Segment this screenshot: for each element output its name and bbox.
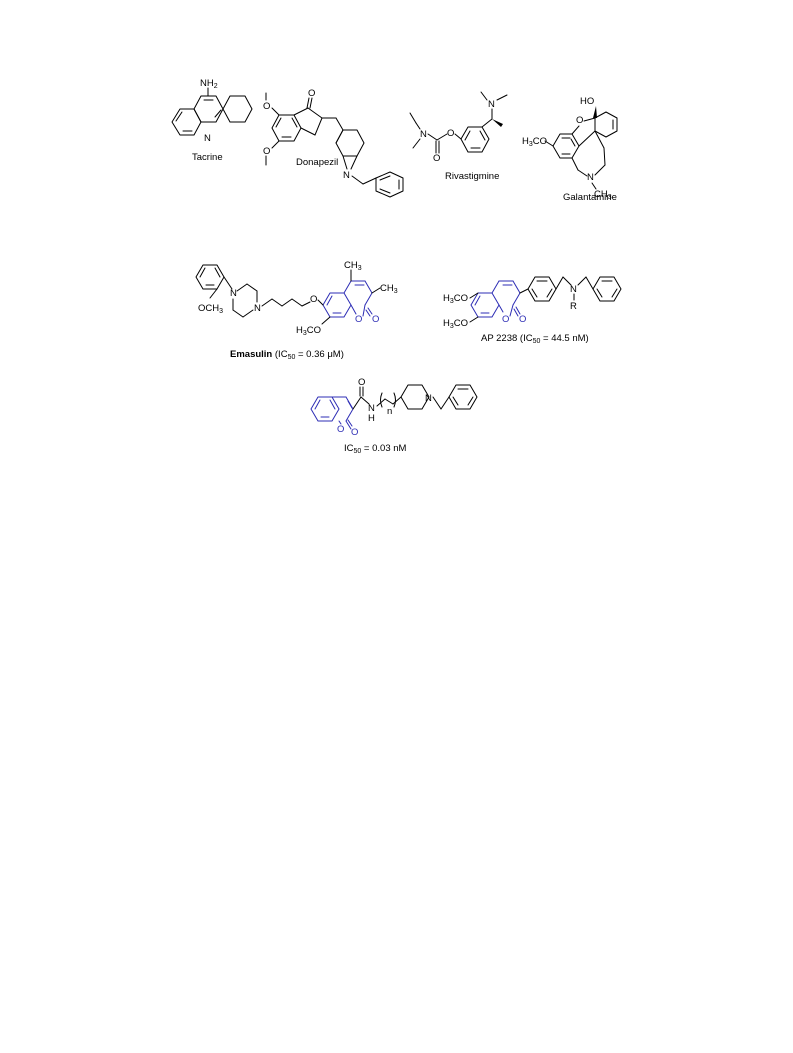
emasulin-ether-o: O: [310, 294, 317, 305]
ap2238-r-group: R: [570, 301, 577, 312]
ap2238-n-atom: N: [570, 284, 577, 295]
emasulin-ch3-a: CH3: [344, 260, 362, 272]
emasulin-label: Emasulin (IC50 = 0.36 μM): [230, 349, 344, 361]
galantamine-ether-o: O: [576, 115, 583, 126]
ap2238-carbonyl-o: O: [519, 314, 526, 325]
ap2238-label: AP 2238 (IC50 = 44.5 nM): [481, 333, 589, 345]
emasulin-piperazine-n1: N: [230, 288, 237, 299]
rivastigmine-amine-n: N: [488, 99, 495, 110]
hybrid-n-index: n: [387, 406, 392, 417]
donepezil-structure: O O O N Donapezil: [263, 88, 404, 198]
galantamine-ho: HO: [580, 96, 594, 107]
donepezil-methoxy-o2: O: [263, 146, 270, 157]
ap2238-ring-o: O: [502, 314, 509, 325]
donepezil-n-atom: N: [343, 170, 350, 181]
donepezil-ketone-o: O: [308, 88, 315, 99]
hybrid-structure: O O O N H n N IC50 = 0.03 nM: [310, 377, 478, 455]
tacrine-nh2-atom: NH2: [200, 78, 218, 90]
galantamine-n-atom: N: [587, 172, 594, 183]
hybrid-amide-o: O: [358, 377, 365, 388]
emasulin-ring-o: O: [355, 314, 362, 325]
rivastigmine-ester-o: O: [447, 128, 454, 139]
galantamine-label: Galantamine: [563, 192, 617, 203]
rivastigmine-structure: N O O N Rivastigmine: [409, 91, 508, 182]
donepezil-label: Donapezil: [296, 157, 338, 168]
hybrid-carbonyl-o: O: [351, 427, 358, 438]
tacrine-structure: NH2 N Tacrine: [171, 78, 253, 163]
rivastigmine-carbonyl-o: O: [433, 153, 440, 164]
hybrid-label: IC50 = 0.03 nM: [344, 443, 407, 455]
ap2238-h3co-2: H3CO: [443, 318, 468, 330]
donepezil-methoxy-o1: O: [263, 101, 270, 112]
galantamine-structure: HO O N CH3 H3CO Galantamine: [522, 96, 618, 203]
emasulin-ch3-b: CH3: [380, 283, 398, 295]
hybrid-amide-n: N: [368, 403, 375, 414]
hybrid-amide-h: H: [368, 413, 375, 424]
tacrine-n-atom: N: [204, 133, 211, 144]
ap2238-h3co-1: H3CO: [443, 293, 468, 305]
galantamine-ch3: CH3: [594, 189, 612, 201]
rivastigmine-label: Rivastigmine: [445, 171, 499, 182]
emasulin-och3: OCH3: [198, 303, 223, 315]
ap2238-structure: O O H3CO H3CO N R AP 2238 (IC50 = 44.5 n…: [443, 276, 622, 345]
galantamine-h3co: H3CO: [522, 136, 547, 148]
tacrine-label: Tacrine: [192, 152, 223, 163]
hybrid-ring-o: O: [337, 424, 344, 435]
hybrid-piperidine-n: N: [425, 393, 432, 404]
emasulin-structure: OCH3 N N O O O CH3: [195, 260, 398, 361]
emasulin-carbonyl-o: O: [372, 314, 379, 325]
emasulin-piperazine-n2: N: [254, 303, 261, 314]
emasulin-h3co: H3CO: [296, 325, 321, 337]
rivastigmine-carbamate-n: N: [420, 129, 427, 140]
